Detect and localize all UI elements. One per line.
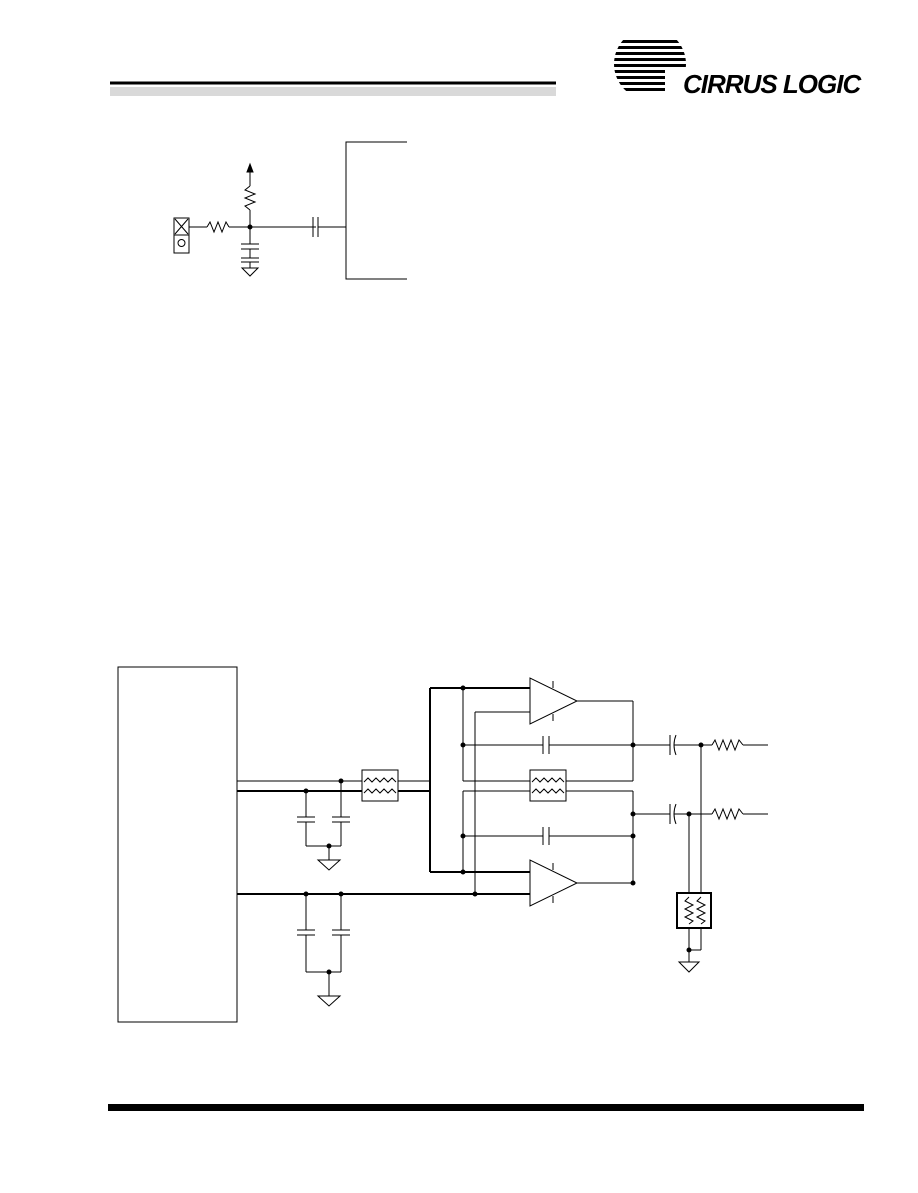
capacitor-icon [241, 243, 259, 250]
ic-block [345, 141, 407, 280]
ground-icon [240, 267, 260, 277]
ic-block [117, 666, 238, 1023]
ground-icon [677, 961, 701, 973]
capacitor-icon [332, 929, 350, 936]
resistor-icon [206, 220, 230, 234]
capacitor-icon [542, 736, 550, 754]
header-shade [110, 87, 556, 96]
schematic-top [173, 141, 407, 280]
cirrus-logo-icon: CIRRUS LOGIC [614, 40, 863, 99]
connector-icon [173, 217, 190, 254]
header: CIRRUS LOGIC [110, 40, 863, 99]
ferrite-bead-icon [529, 769, 567, 802]
capacitor-icon [542, 827, 550, 845]
footer-rule [108, 1104, 864, 1111]
ferrite-bead-icon [361, 769, 399, 802]
ground-icon [316, 995, 342, 1007]
transformer-icon [676, 892, 712, 929]
schematic-bottom [117, 666, 768, 1023]
capacitor-icon [241, 257, 259, 263]
capacitor-icon [332, 816, 350, 823]
op-amp-icon [529, 677, 579, 725]
capacitor-icon [297, 816, 315, 823]
pullup-arrow-icon [246, 162, 254, 173]
resistor-icon [711, 807, 744, 821]
capacitor-icon [297, 929, 315, 936]
logo-wordmark: CIRRUS LOGIC [683, 69, 862, 99]
ground-icon [316, 859, 342, 871]
op-amp-icon [529, 859, 579, 907]
resistor-icon [711, 738, 744, 752]
resistor-icon [243, 185, 257, 211]
